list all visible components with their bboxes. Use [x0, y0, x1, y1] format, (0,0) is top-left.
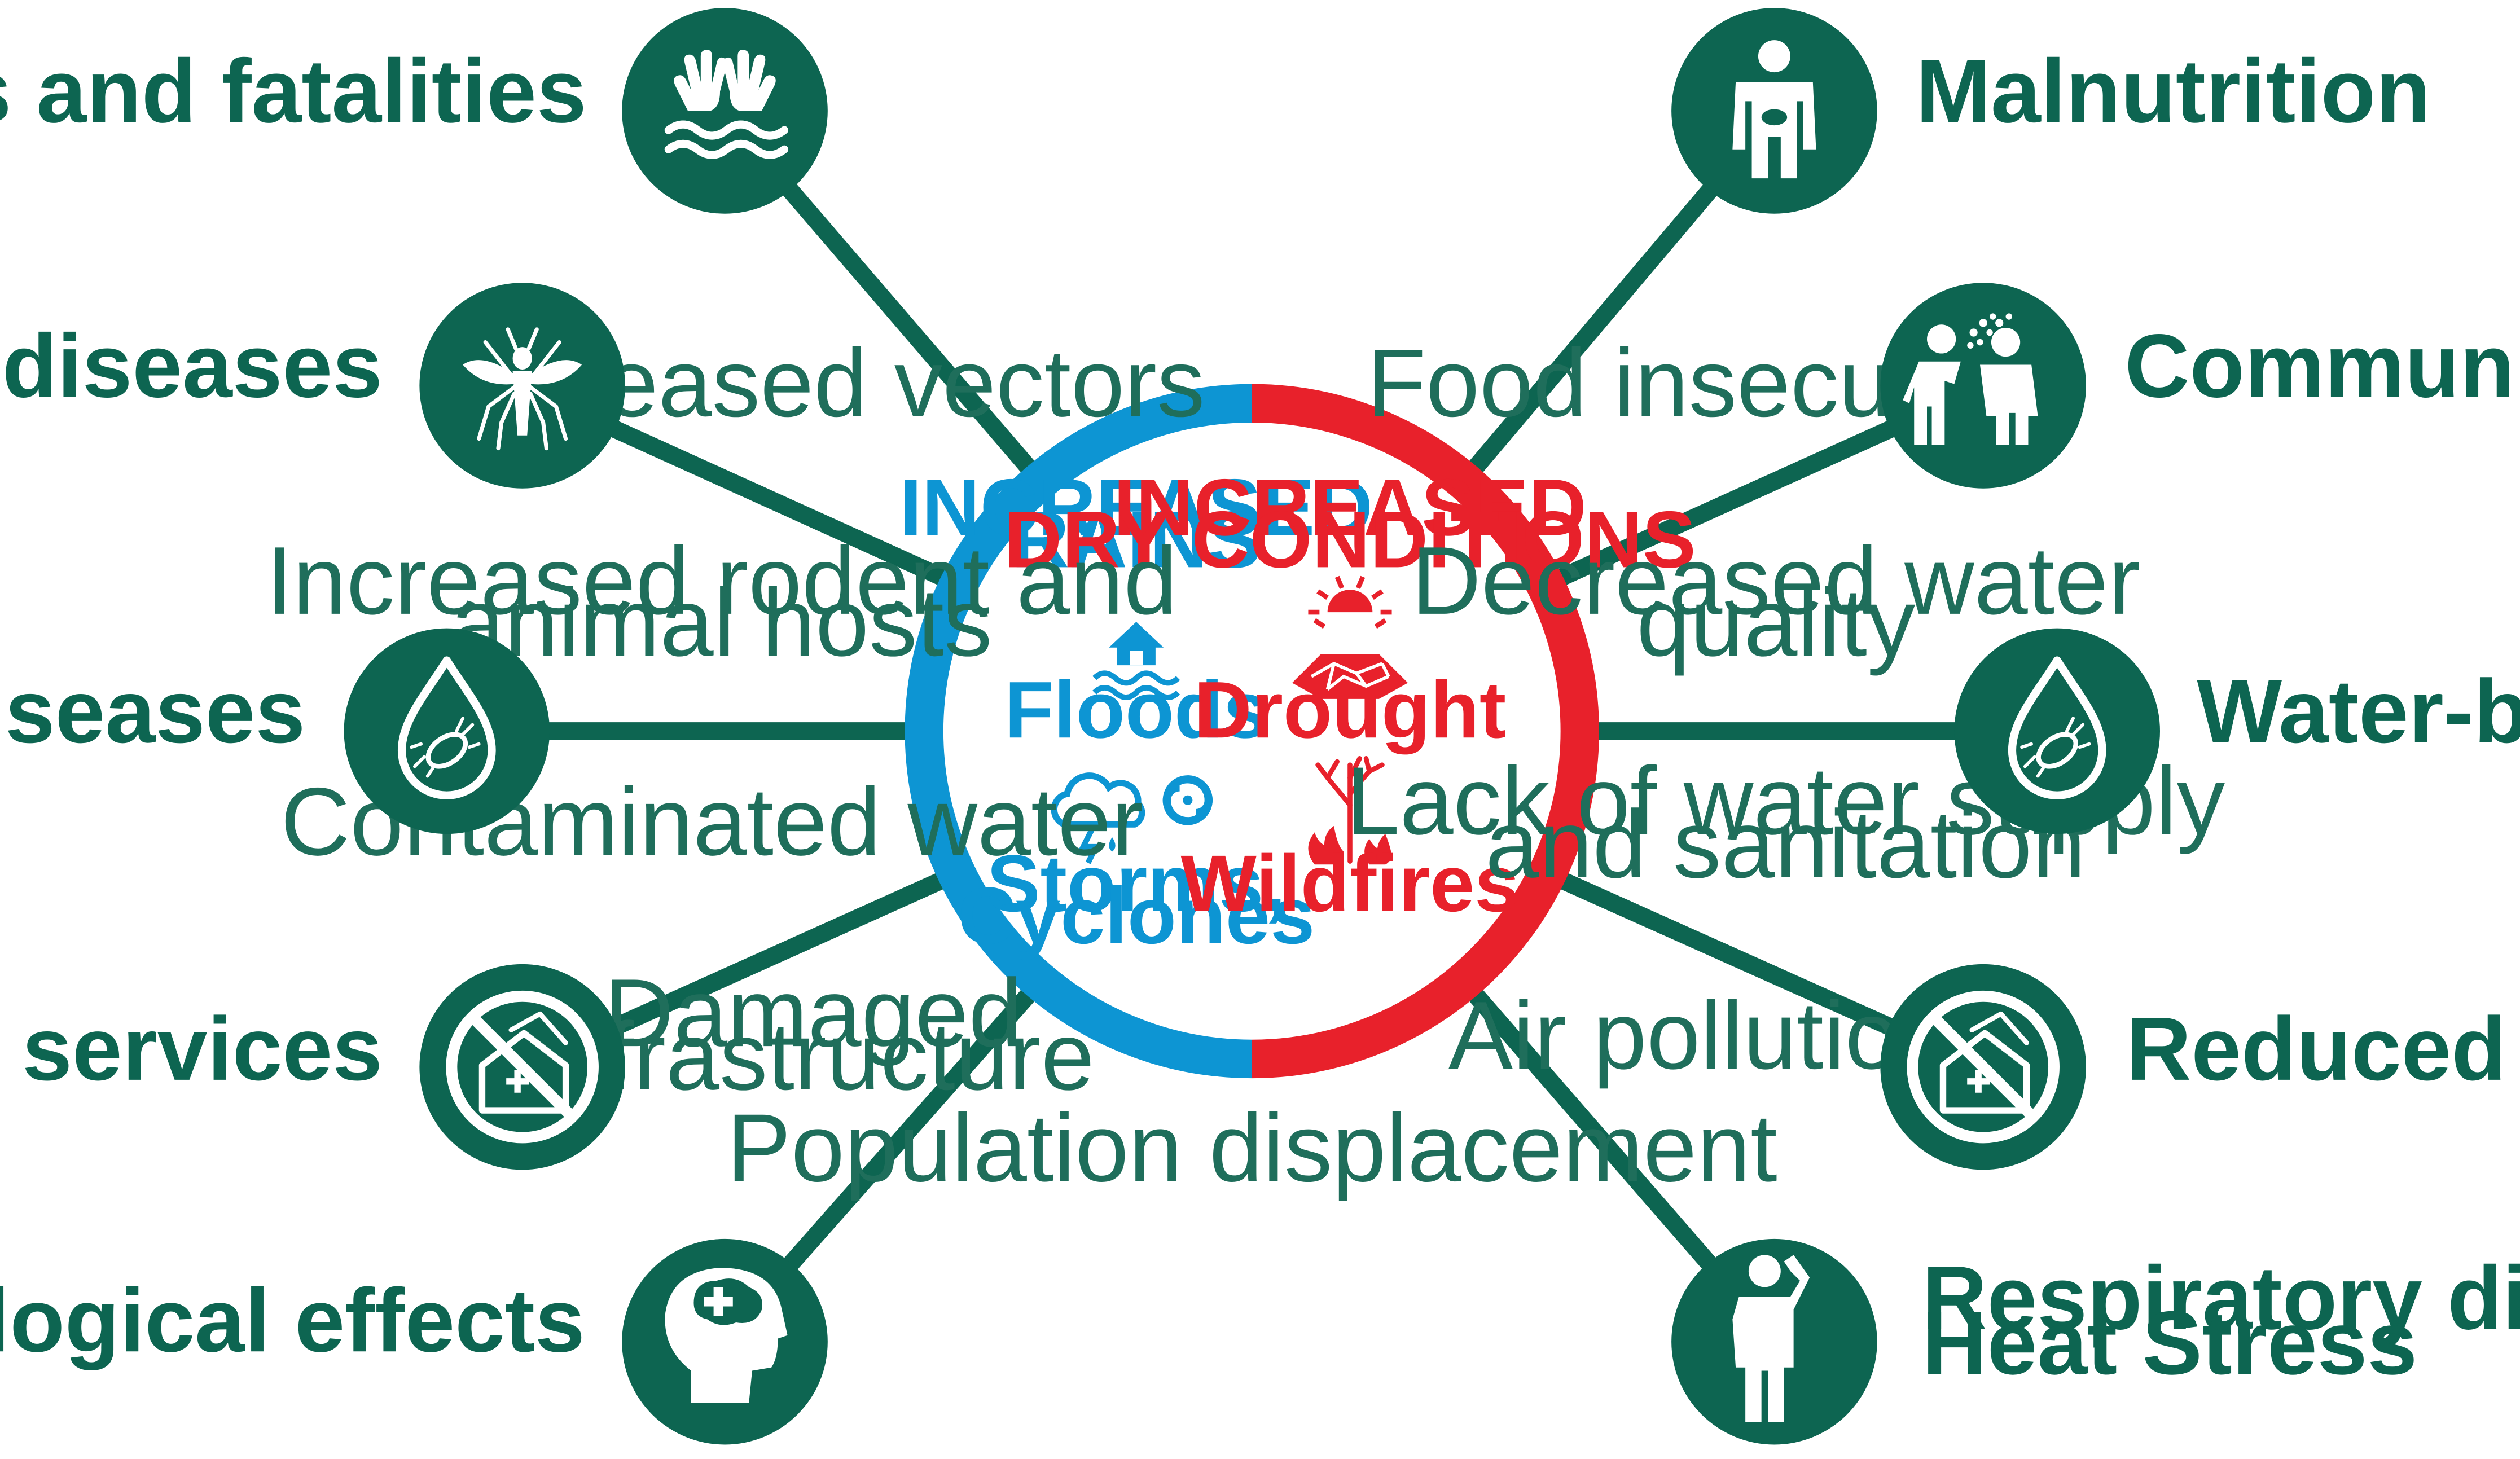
node-malnutrition — [1671, 8, 1877, 214]
head-with-cross-icon — [665, 1268, 788, 1403]
central-ring — [905, 384, 1599, 1079]
sun-icon — [1308, 575, 1392, 629]
dry-heading-line1: INCREASED — [1113, 463, 1587, 552]
mosquito-icon — [463, 327, 582, 451]
rains-heading-line1: INCREASED — [899, 463, 1373, 552]
dry-arc — [1252, 384, 1599, 1079]
pathway-rodent-hosts-line1: Increased rodent and — [266, 527, 1177, 635]
rains-section: INCREASED RAINS Floods Storms, Cyclones — [899, 463, 1373, 960]
node-health-services — [419, 964, 625, 1170]
storm-cloud-icon — [1051, 772, 1145, 864]
node-water-borne-right — [1954, 628, 2160, 834]
no-health-facility-icon — [446, 990, 599, 1144]
outcome-mental-health: Mental health and psychological effects — [0, 1270, 585, 1370]
wildfires-label: Wildfires — [1180, 839, 1519, 929]
water-drop-bacteria-icon — [2008, 656, 2106, 799]
pathway-rodent-hosts-line2: animal hosts — [451, 569, 992, 676]
person-heat-stress-icon — [1732, 1255, 1810, 1422]
dry-section: INCREASED DRY CONDITIONS Drought — [1004, 463, 1696, 928]
storms-label-line1: Storms, — [987, 839, 1286, 929]
outcome-water-borne-right: Water-borne diseases — [2197, 661, 2520, 762]
rain-arc — [905, 384, 1252, 1079]
storms-label-line2: Cyclones — [958, 871, 1315, 961]
drowning-hands-icon — [664, 50, 789, 159]
outcome-malnutrition: Malnutrition — [1916, 41, 2431, 141]
rains-heading-line2: RAINS — [1011, 495, 1261, 585]
node-respiratory — [1671, 1238, 1877, 1445]
people-sneezing-icon — [1903, 313, 2038, 445]
dry-heading-line2: DRY CONDITIONS — [1004, 495, 1696, 585]
pathway-decreased-water-quality-line2: quality — [1636, 569, 1915, 676]
node-injuries — [622, 8, 828, 214]
node-water-borne-left — [344, 628, 550, 834]
floods-label: Floods — [1004, 665, 1268, 755]
water-drop-bacteria-icon — [397, 656, 496, 799]
pathway-labels: Increased vectors Increased rodent and a… — [266, 329, 2225, 1202]
pathway-air-pollution: Air pollution — [1448, 982, 1952, 1089]
pathway-decreased-water-quality-line1: Decreased water — [1411, 527, 2140, 635]
wildfire-icon — [1308, 755, 1392, 865]
pathway-water-supply-line2: and sanitation — [1485, 790, 2086, 898]
no-health-facility-icon — [1907, 990, 2060, 1144]
drought-label: Drought — [1194, 665, 1507, 755]
outcome-water-borne-left: Water-borne diseases — [0, 661, 305, 762]
outcome-injuries: Direct injuries and fatalities — [0, 41, 587, 141]
node-health-care-access — [1880, 964, 2086, 1170]
outcome-respiratory-line2: Heat Stress — [1922, 1293, 2417, 1393]
node-mental-health — [622, 1238, 828, 1445]
outcome-vector-borne: Vector-borne diseases — [0, 315, 383, 416]
person-stomach-icon — [1732, 40, 1816, 179]
pathway-population-displacement: Population displacement — [727, 1094, 1777, 1202]
node-vector-borne — [419, 283, 625, 489]
cyclone-icon — [1162, 775, 1213, 825]
pathway-damaged-infrastructure-line2: infrastructure — [532, 1003, 1095, 1110]
outcome-respiratory-line1: Respiratory diseases — [1922, 1247, 2520, 1348]
outcome-communicable: Communicable diseases — [2124, 315, 2520, 416]
drought-icon — [1292, 654, 1408, 699]
flood-icon — [1092, 622, 1180, 700]
pathway-damaged-infrastructure-line1: Damaged — [604, 959, 1022, 1067]
outcome-health-services: Disruption of health services — [0, 999, 383, 1099]
outcome-health-care-access: Reduced acces to health care — [2126, 999, 2520, 1099]
node-communicable — [1880, 283, 2086, 489]
